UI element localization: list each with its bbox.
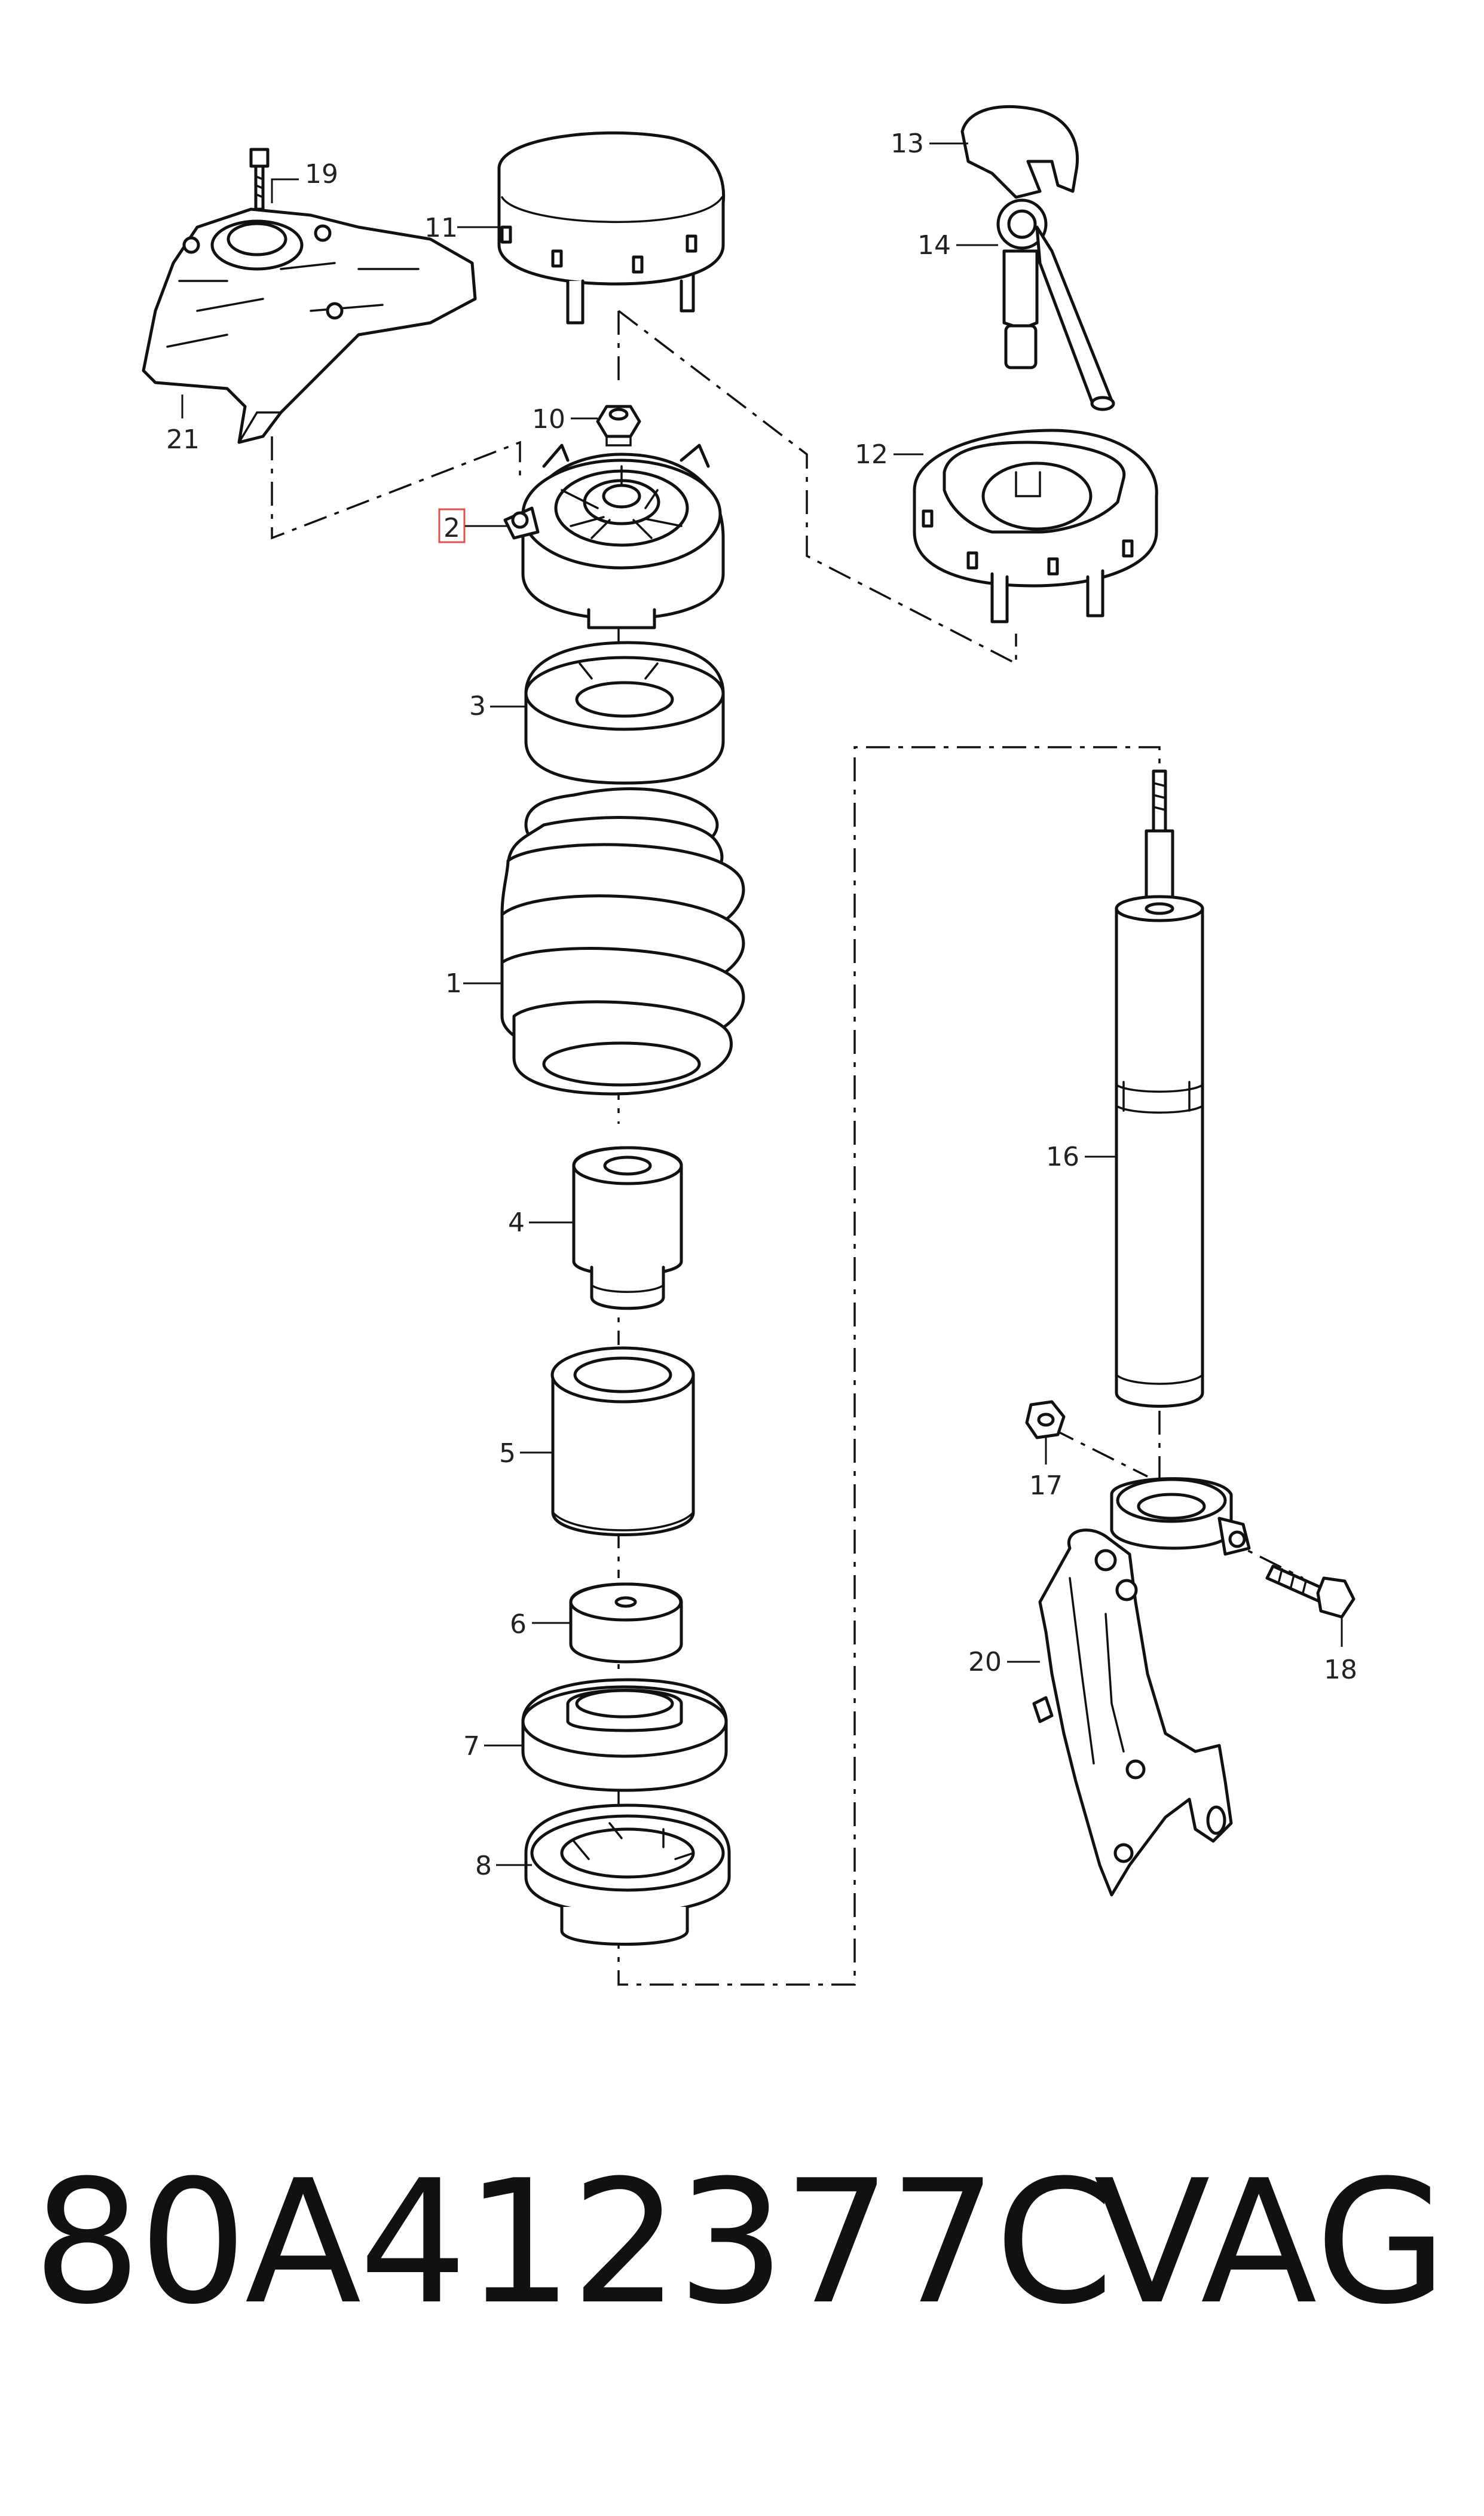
callout-1: 1 (445, 968, 462, 999)
part-12-spring-seat (913, 429, 1158, 623)
callout-16: 16 (1046, 1142, 1079, 1172)
brand-label: VAG (1094, 2144, 1449, 2342)
part-16-shock-absorber (1115, 769, 1204, 1408)
callout-10: 10 (532, 404, 565, 435)
callout-18: 18 (1324, 1655, 1357, 1685)
part-21-strut-mount-bracket (142, 207, 477, 444)
callouts: 19 21 11 10 2 3 1 4 5 6 7 8 13 14 12 16 (166, 129, 1357, 1881)
part-7-spring-seat-ring (521, 1678, 728, 1792)
part-13-cap (960, 105, 1079, 199)
callout-3: 3 (469, 691, 486, 722)
callout-4: 4 (508, 1207, 525, 1238)
callout-19: 19 (305, 159, 338, 189)
part-8-lower-spring-seat (524, 1803, 731, 1946)
callout-14: 14 (917, 230, 951, 261)
part-4-bump-stop (572, 1146, 683, 1310)
callout-20: 20 (968, 1647, 1002, 1677)
part-3-spring-pad (524, 641, 725, 785)
callout-17: 17 (1029, 1471, 1063, 1501)
part-6-buffer (569, 1582, 683, 1664)
part-10-nut (596, 405, 641, 447)
part-2-strut-top-mount (503, 444, 725, 629)
callout-11: 11 (424, 213, 458, 243)
part-14-coupling-rod (996, 198, 1115, 411)
callout-2: 2 (443, 513, 460, 543)
callout-8: 8 (475, 1851, 492, 1881)
callout-5: 5 (499, 1438, 516, 1469)
part-19-bolt (249, 148, 270, 211)
callout-7: 7 (463, 1731, 480, 1762)
part-number-label: 80A412377C (33, 2144, 1114, 2342)
callout-13: 13 (891, 129, 924, 159)
part-17-nut (1025, 1400, 1066, 1439)
callout-12: 12 (855, 439, 888, 470)
part-1-coil-spring (500, 787, 745, 1096)
callout-6: 6 (510, 1609, 527, 1640)
part-5-protective-sleeve (550, 1346, 695, 1536)
part-18-bolt (1265, 1564, 1356, 1619)
callout-21: 21 (166, 424, 200, 455)
callout-2-highlight (438, 508, 466, 543)
part-20-steering-knuckle (1032, 1477, 1251, 1897)
part-11-cover-cap (497, 131, 726, 325)
